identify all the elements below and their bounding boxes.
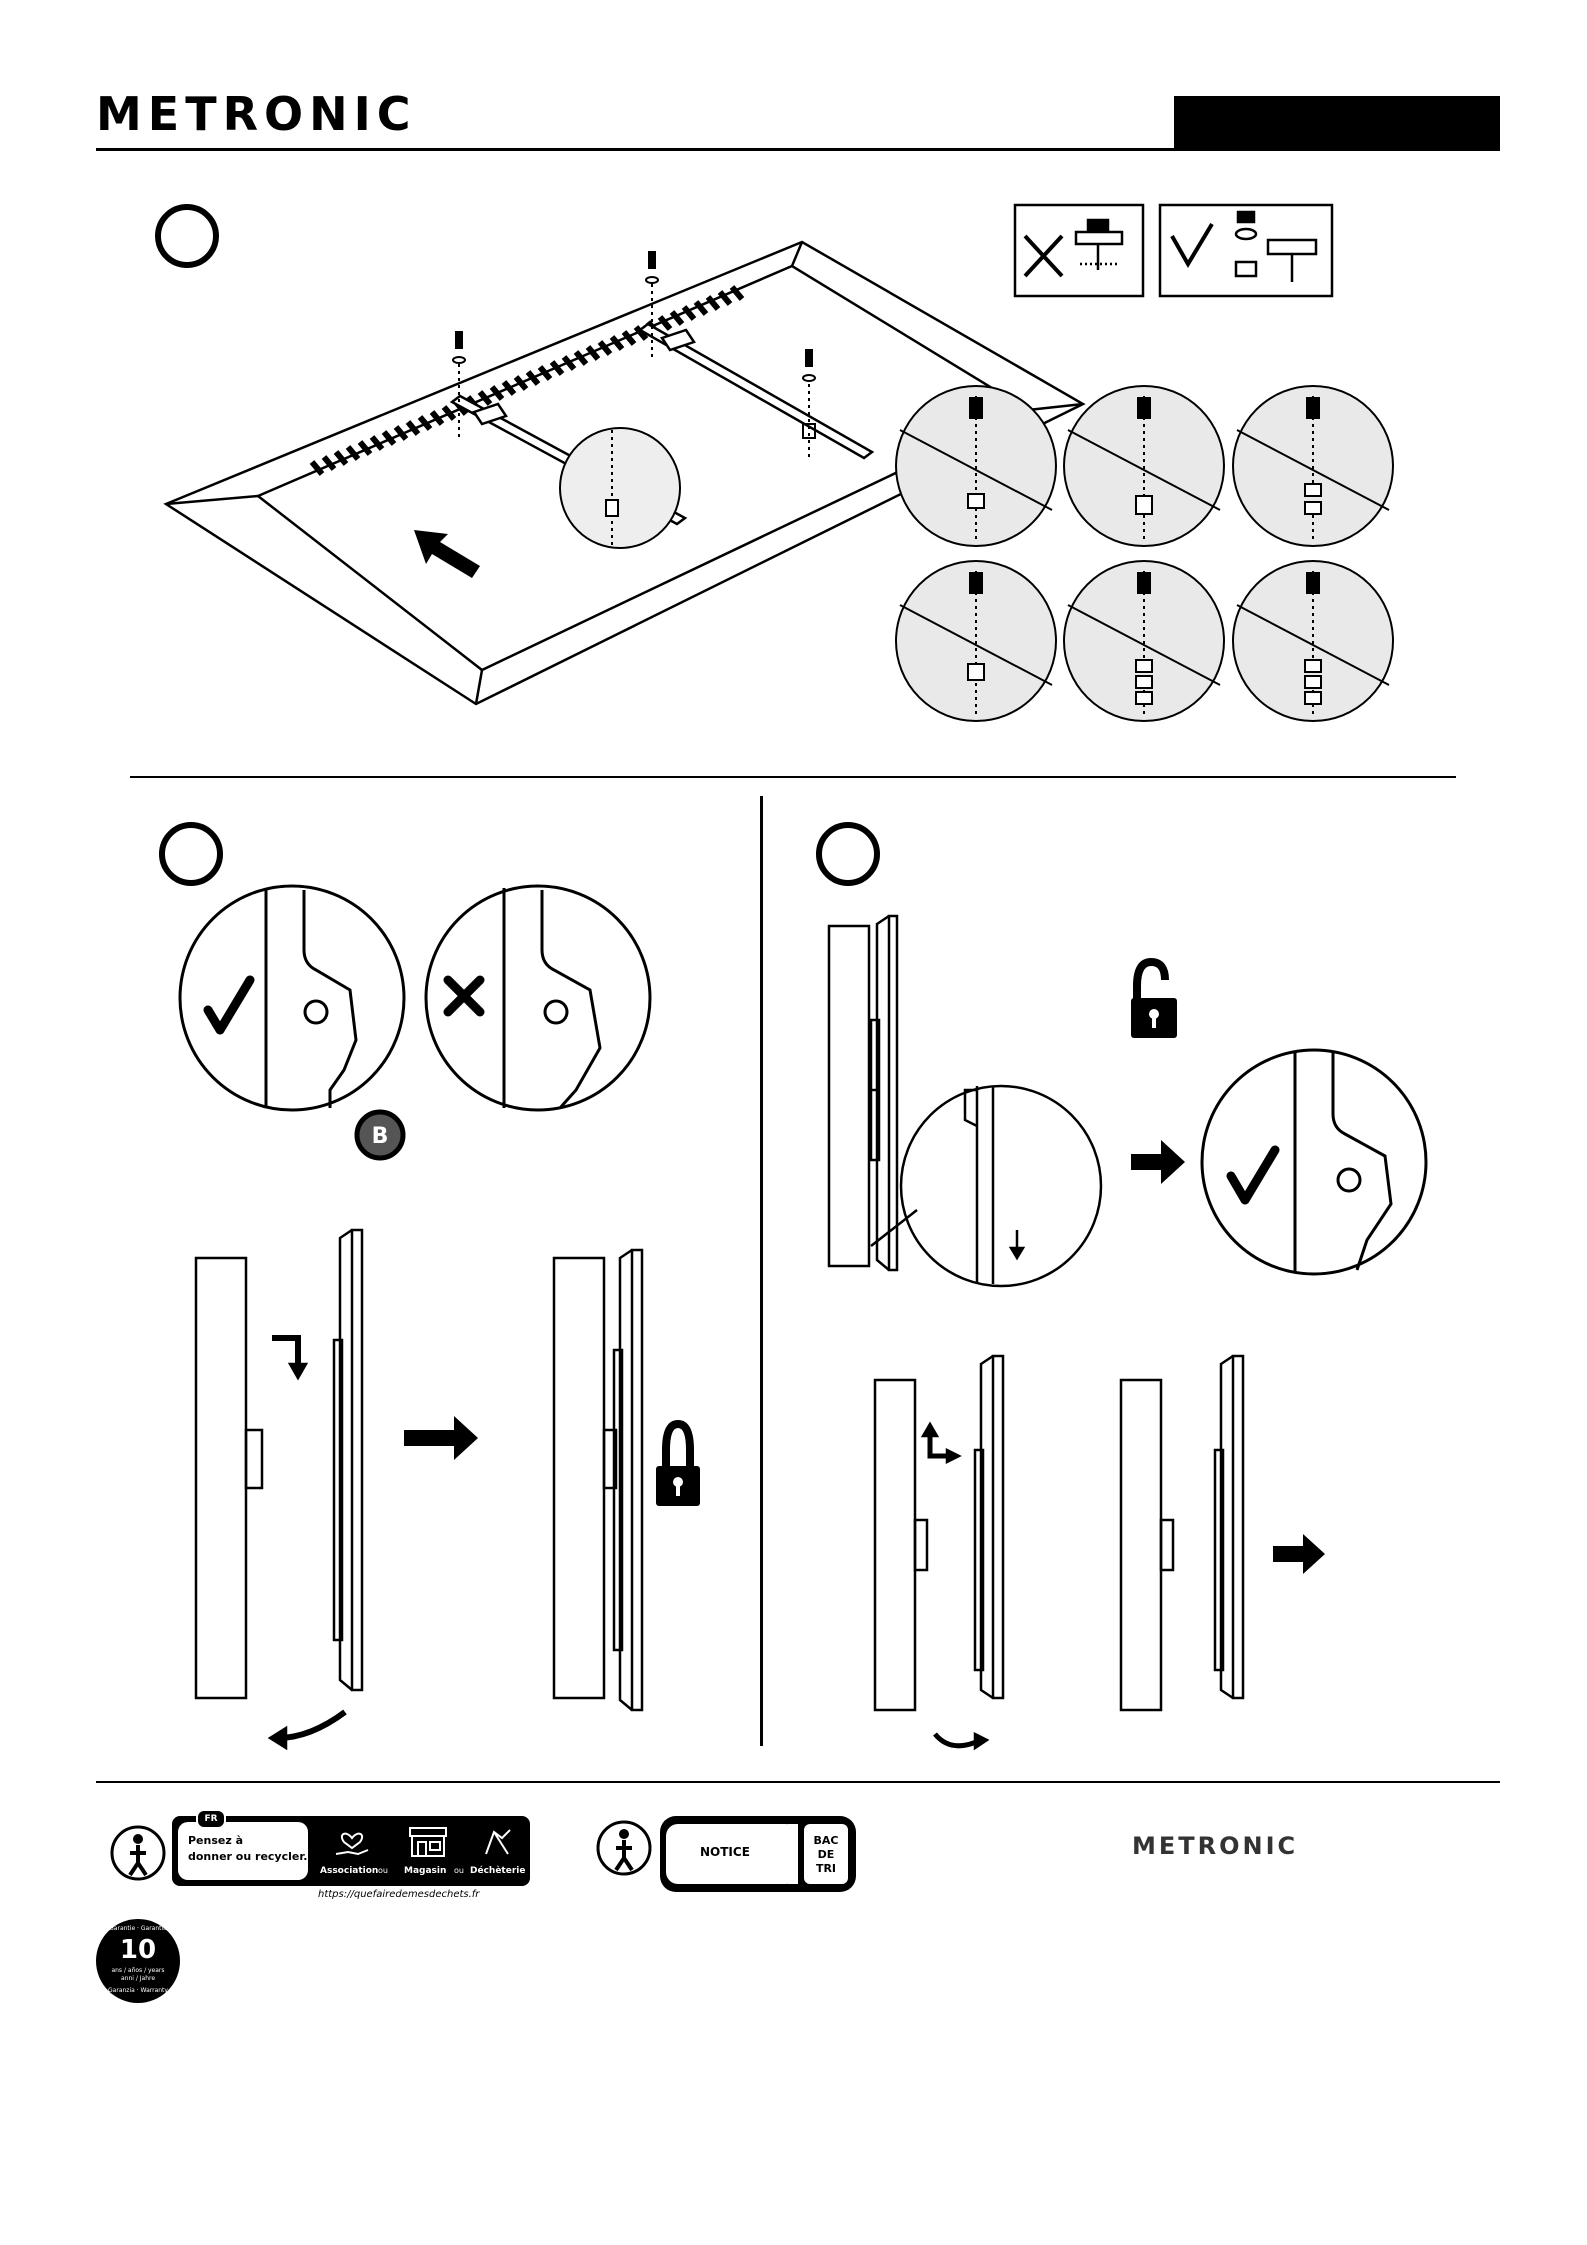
hook-sequence-left [196, 1230, 362, 1748]
step-2-illustration [0, 790, 760, 1770]
slide-down-detail [871, 1086, 1101, 1286]
shop-icon [406, 1824, 450, 1860]
section-divider [130, 776, 1456, 778]
push-arrow [404, 1416, 478, 1460]
warranty-sub-1: ans / años / years [96, 1967, 180, 1974]
recycle-option-association: Association [320, 1866, 378, 1876]
pull-away-arrow [1273, 1534, 1325, 1574]
recycle-headline-1: Pensez à [188, 1834, 243, 1847]
column-divider [760, 796, 763, 1746]
removed-sequence [1121, 1356, 1243, 1710]
bin-label-1: BAC [804, 1834, 848, 1847]
latch-incorrect-detail [426, 886, 650, 1110]
step-3-illustration [767, 790, 1587, 1770]
recycle-or-1: ou [378, 1866, 388, 1875]
lock-closed-icon [656, 1424, 700, 1506]
step-1-illustration [0, 0, 1587, 780]
footer-rule [96, 1781, 1500, 1783]
step-number-circle [158, 207, 216, 265]
footer-brand-logo: METRONIC [1132, 1832, 1298, 1860]
recycle-panel: Pensez à donner ou recycler. Association… [172, 1816, 530, 1886]
triman-icon [108, 1823, 168, 1883]
waste-disposal-icon [480, 1824, 516, 1860]
warranty-badge: Garantie · Garantía 10 ans / años / year… [96, 1919, 180, 2003]
recycle-option-magasin: Magasin [404, 1866, 446, 1876]
warranty-sub-2: anni / Jahre [96, 1975, 180, 1982]
step-number-circle [819, 825, 877, 883]
latch-correct-detail [180, 886, 404, 1110]
recycle-url: https://quefairedemesdechets.fr [318, 1889, 479, 1900]
recycle-or-2: ou [454, 1866, 464, 1875]
lock-open-icon [1131, 962, 1177, 1038]
unhook-sequence [875, 1356, 1003, 1748]
warranty-arc-bottom: Garanzia · Warranty [102, 1987, 174, 1994]
slide-arrow [414, 530, 480, 578]
hook-sequence-right [554, 1250, 642, 1710]
detail-magnifier [560, 428, 680, 548]
recycle-option-decheterie: Déchèterie [470, 1866, 525, 1876]
wall-and-tv-side [829, 916, 897, 1270]
spacer-usage-boxes [1015, 205, 1332, 296]
recycle-headline-2: donner ou recycler. [188, 1850, 307, 1863]
heart-hand-icon [332, 1824, 372, 1858]
warranty-number: 10 [96, 1935, 180, 1965]
triman-icon-2 [594, 1818, 654, 1878]
notice-label: NOTICE [700, 1845, 750, 1859]
warranty-arc-top: Garantie · Garantía [102, 1925, 174, 1932]
recycle-message-box: Pensez à donner ou recycler. [178, 1822, 308, 1880]
latch-locked-detail [1202, 1050, 1426, 1274]
step-number-circle [162, 825, 220, 883]
bin-label-2: DE [804, 1848, 848, 1861]
bin-label-3: TRI [804, 1862, 848, 1875]
next-arrow [1131, 1140, 1185, 1184]
fr-badge: FR [196, 1809, 226, 1829]
part-badge-label: B [357, 1119, 403, 1155]
